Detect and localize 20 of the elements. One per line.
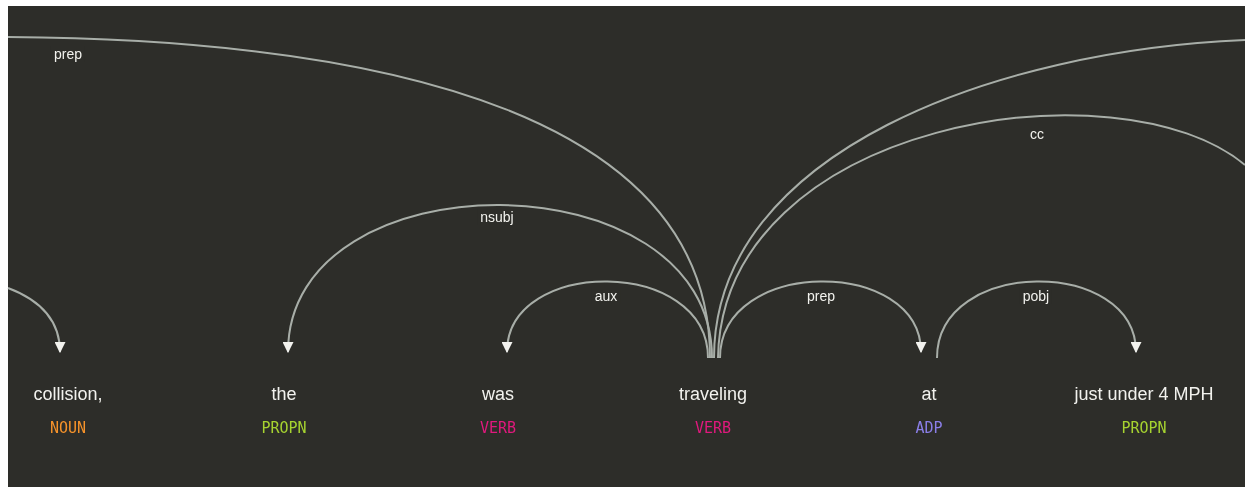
dependency-arc xyxy=(717,114,1245,359)
pos-tag: VERB xyxy=(479,419,517,437)
pos-tag: ADP xyxy=(915,419,943,437)
dependency-arc xyxy=(503,280,709,359)
dependency-arc xyxy=(713,39,1245,359)
dependency-arc xyxy=(7,36,711,359)
word-token: collision, xyxy=(33,384,103,405)
pos-tag: PROPN xyxy=(261,419,307,437)
word-token: just under 4 MPH xyxy=(1074,384,1214,405)
pos-tag: PROPN xyxy=(1121,419,1167,437)
word-token: was xyxy=(482,384,514,405)
word-token: traveling xyxy=(678,384,747,405)
word-token: at xyxy=(921,384,937,405)
pos-tag: NOUN xyxy=(49,419,87,437)
dependency-arc xyxy=(936,280,1140,359)
dependency-arc xyxy=(719,280,925,359)
dependency-arc xyxy=(7,287,65,354)
dependency-arc xyxy=(284,204,713,359)
word-token: the xyxy=(271,384,297,405)
pos-tag: VERB xyxy=(694,419,732,437)
